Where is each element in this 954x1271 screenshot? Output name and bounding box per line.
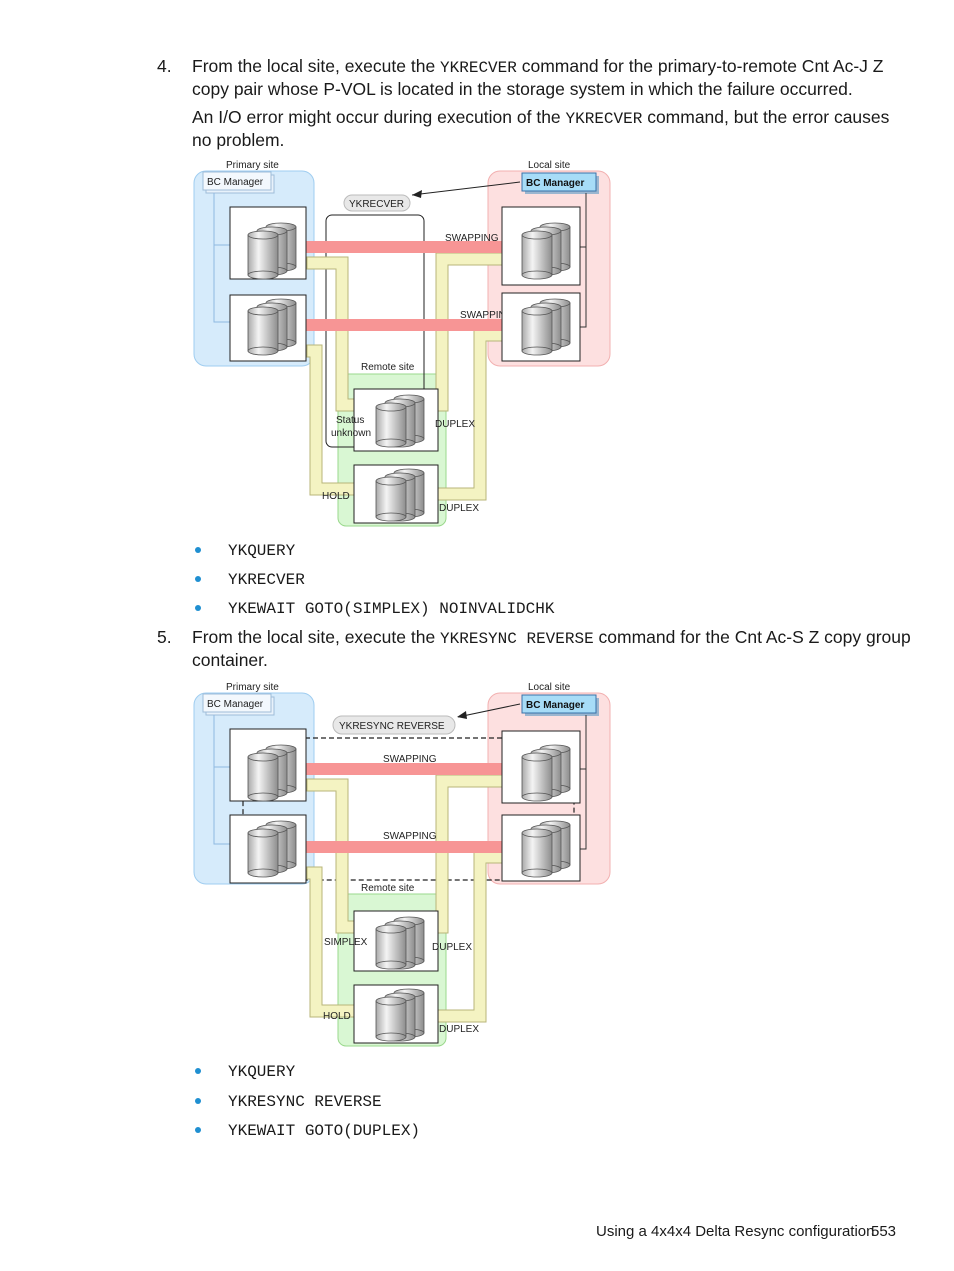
- swapping-arrow-top: [300, 755, 530, 783]
- duplex-label-bottom: DUPLEX: [439, 503, 479, 514]
- hold-label: HOLD: [323, 1011, 351, 1022]
- step-4-text: From the local site, execute the YKRECVE…: [192, 56, 912, 151]
- bullet-item-ykresync-reverse: YKRESYNC REVERSE: [228, 1093, 382, 1111]
- swapping-arrow-bottom: [300, 311, 530, 339]
- copy-group-container: [242, 737, 575, 881]
- bc-manager-local-label: BC Manager: [526, 700, 584, 711]
- swapping-label-top: SWAPPING: [383, 754, 437, 765]
- bullet-dot: [195, 1127, 201, 1133]
- command-bubble: [332, 715, 456, 735]
- bc-manager-primary: [202, 171, 272, 191]
- volume-icon-local-1: [521, 744, 571, 802]
- remote-site-label: Remote site: [361, 883, 415, 894]
- bullet-dot: [195, 605, 201, 611]
- footer-text: Using a 4x4x4 Delta Resync configuration: [596, 1223, 875, 1240]
- duplex-label-top: DUPLEX: [435, 419, 475, 430]
- step-5-text: From the local site, execute the YKRESYN…: [192, 627, 922, 671]
- swapping-label-bottom: SWAPPING: [460, 310, 514, 321]
- bullet-dot: [195, 547, 201, 553]
- swapping-arrow-bottom: [300, 833, 530, 861]
- command-ykresync-reverse: YKRESYNC REVERSE: [440, 630, 594, 648]
- bullet-dot: [195, 576, 201, 582]
- command-label: YKRESYNC REVERSE: [339, 721, 445, 732]
- duplex-label-top: DUPLEX: [432, 942, 472, 953]
- bullet-dot: [195, 1068, 201, 1074]
- bullet-item-ykrecver: YKRECVER: [228, 571, 305, 589]
- primary-site-label: Primary site: [226, 160, 279, 171]
- step-4-line-1: From the local site, execute the YKRECVE…: [192, 56, 884, 77]
- step-4-line-2: copy pair whose P-VOL is located in the …: [192, 79, 853, 99]
- volume-icon-primary-1: [247, 744, 297, 802]
- step-4-number: 4.: [157, 56, 172, 76]
- bc-manager-primary-label: BC Manager: [207, 699, 264, 710]
- volume-icon-local-2: [521, 298, 571, 356]
- command-bubble: [343, 194, 411, 212]
- simplex-label: SIMPLEX: [324, 937, 368, 948]
- bc-manager-local: [521, 172, 597, 192]
- diagram-ykrecver: Primary site Local site Remote site BC M…: [193, 160, 611, 527]
- swapping-label-top: SWAPPING: [445, 233, 499, 244]
- volume-icon-remote-2: [375, 468, 425, 522]
- bc-manager-local: [521, 694, 597, 714]
- hold-label: HOLD: [322, 491, 350, 502]
- volume-icon-remote-2: [375, 988, 425, 1042]
- bc-manager-primary: [202, 693, 272, 713]
- volume-icon-remote-1: [375, 916, 425, 970]
- command-ykrecver-inline: YKRECVER: [565, 110, 643, 128]
- local-site-label: Local site: [528, 160, 571, 171]
- primary-site-label: Primary site: [226, 682, 279, 693]
- bc-manager-local-label: BC Manager: [526, 178, 584, 189]
- page-number: 553: [871, 1223, 897, 1240]
- bullet-item-ykquery: YKQUERY: [228, 542, 296, 560]
- duplex-label-bottom: DUPLEX: [439, 1024, 479, 1035]
- remote-site-label: Remote site: [361, 362, 415, 373]
- diagram-ykresync-reverse: Primary site Local site Remote site BC M…: [193, 682, 611, 1047]
- step-5-line-2: container.: [192, 650, 268, 670]
- step-4-line-4: no problem.: [192, 130, 285, 150]
- swapping-arrow-top: [300, 233, 530, 261]
- volume-icon-remote-1: [375, 394, 425, 448]
- volume-icon-primary-2: [247, 820, 297, 878]
- status-label-2: unknown: [331, 428, 371, 439]
- bullet-item-ykquery: YKQUERY: [228, 1063, 296, 1081]
- bullet-item-ykewait: YKEWAIT GOTO(SIMPLEX) NOINVALIDCHK: [228, 600, 555, 618]
- volume-icon-local-1: [521, 222, 571, 280]
- step-5-number: 5.: [157, 627, 172, 647]
- step-4-line-3: An I/O error might occur during executio…: [192, 107, 890, 128]
- volume-icon-primary-2: [247, 298, 297, 356]
- command-ykrecver: YKRECVER: [440, 59, 517, 77]
- bc-manager-primary-label: BC Manager: [207, 177, 264, 188]
- step-5-line-1: From the local site, execute the YKRESYN…: [192, 627, 911, 648]
- local-site-label: Local site: [528, 682, 571, 693]
- bullet-item-ykewait-duplex: YKEWAIT GOTO(DUPLEX): [228, 1122, 421, 1140]
- swapping-label-bottom: SWAPPING: [383, 831, 437, 842]
- volume-icon-local-2: [521, 820, 571, 878]
- status-label-1: Status: [336, 415, 364, 426]
- command-label: YKRECVER: [349, 199, 404, 210]
- bullet-dot: [195, 1098, 201, 1104]
- volume-icon-primary-1: [247, 222, 297, 280]
